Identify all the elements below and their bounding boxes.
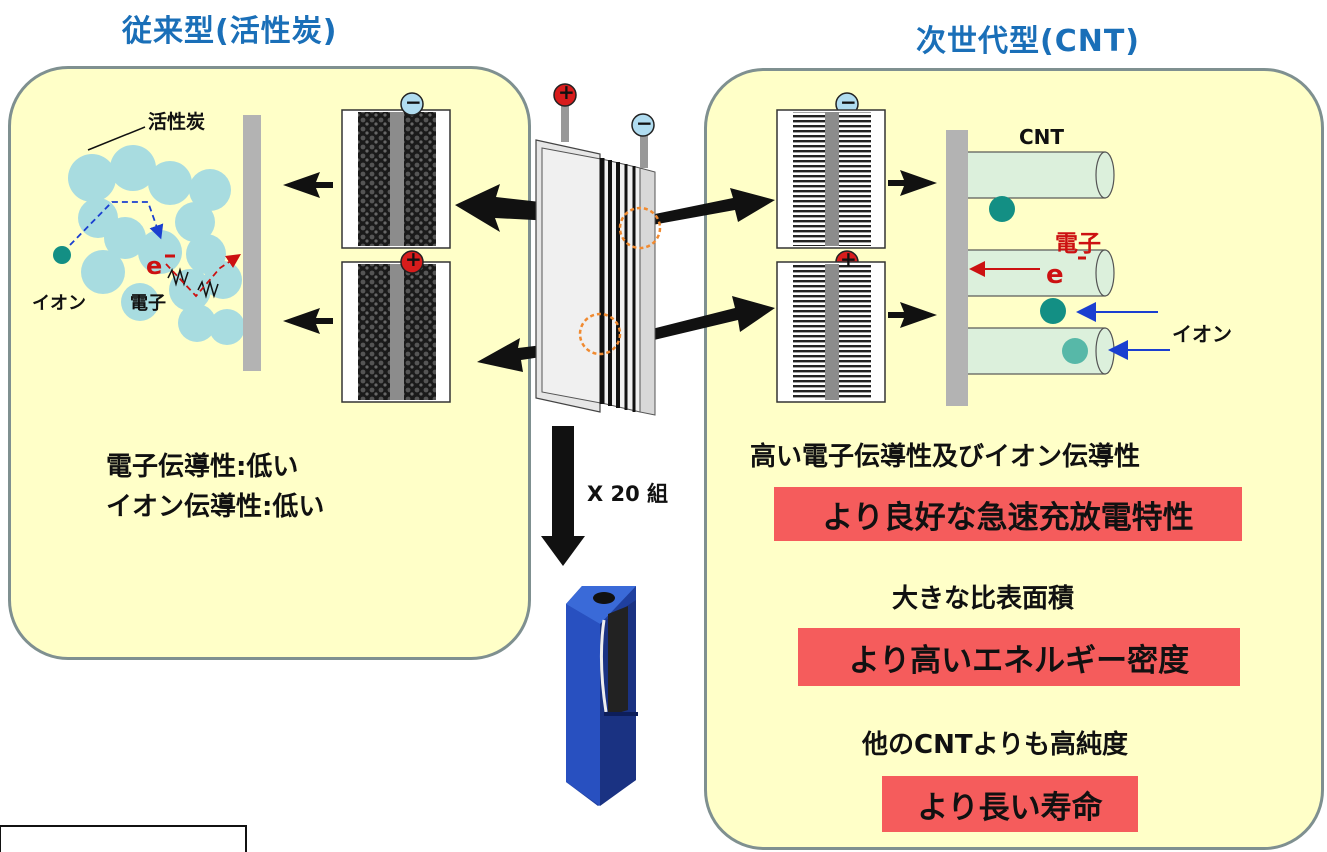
center-arrow-lower-right bbox=[616, 296, 775, 348]
right-arrow-lower bbox=[888, 302, 937, 328]
left-upper-minus-sign: − bbox=[405, 90, 422, 114]
left-e-label: e bbox=[146, 252, 163, 280]
feature-1-text: 高い電子伝導性及びイオン伝導性 bbox=[750, 442, 1141, 472]
resistor-1 bbox=[167, 267, 189, 287]
electron-conductivity-text: 電子伝導性:低い bbox=[106, 452, 299, 482]
cnt-electrode-lower bbox=[776, 261, 886, 403]
left-title: 従来型(活性炭) bbox=[122, 14, 338, 49]
minus-terminal-sign: − bbox=[636, 111, 653, 135]
plus-terminal-sign: + bbox=[558, 80, 575, 104]
left-lower-plus-icon bbox=[400, 250, 424, 274]
battery-module-icon bbox=[566, 586, 638, 806]
carbon-electrode-lower bbox=[341, 261, 451, 403]
carbon-label-leader bbox=[87, 126, 146, 151]
right-lower-plus-sign: + bbox=[840, 247, 857, 271]
right-arrow-upper bbox=[888, 170, 937, 196]
ion-path-arrow bbox=[69, 201, 164, 246]
cnt-ion-dot-3 bbox=[1062, 338, 1088, 364]
resistor-2 bbox=[197, 279, 219, 299]
benefit-2-box: より高いエネルギー密度 bbox=[798, 628, 1240, 686]
zoom-circle-upper bbox=[618, 206, 662, 250]
cnt-ion-dot-2 bbox=[1040, 298, 1066, 324]
right-electron-label: 電子 bbox=[1055, 231, 1101, 257]
right-title: 次世代型(CNT) bbox=[916, 24, 1141, 59]
carbon-label: 活性炭 bbox=[148, 111, 206, 133]
benefit-3-box: より長い寿命 bbox=[882, 776, 1138, 832]
cnt-electrode-upper bbox=[776, 109, 886, 249]
left-ion-dot bbox=[53, 246, 71, 264]
left-arrow-lower bbox=[283, 308, 333, 334]
left-electron-label: 電子 bbox=[130, 293, 166, 314]
right-current-collector bbox=[946, 130, 968, 406]
left-arrow-upper bbox=[283, 172, 333, 198]
bottom-left-box bbox=[0, 825, 247, 852]
left-lower-plus-sign: + bbox=[405, 247, 422, 271]
cnt-label: CNT bbox=[1019, 125, 1065, 149]
count-label: X 20 組 bbox=[587, 482, 669, 506]
carbon-electrode-upper bbox=[341, 109, 451, 249]
feature-3-text: 他のCNTよりも高純度 bbox=[862, 730, 1129, 760]
electron-path-arrow bbox=[165, 254, 241, 298]
left-current-collector bbox=[243, 115, 261, 371]
benefit-1-box: より良好な急速充放電特性 bbox=[774, 487, 1242, 541]
carbon-particles bbox=[68, 145, 245, 345]
left-ion-label: イオン bbox=[32, 293, 86, 314]
feature-2-text: 大きな比表面積 bbox=[892, 584, 1075, 614]
cell-stack bbox=[535, 104, 656, 416]
cnt-tubes bbox=[964, 151, 1115, 375]
down-arrow-icon bbox=[541, 426, 585, 566]
plus-terminal-icon bbox=[553, 83, 577, 107]
right-ion-label: イオン bbox=[1172, 322, 1232, 346]
right-upper-minus-sign: − bbox=[840, 90, 857, 114]
ion-conductivity-text: イオン伝導性:低い bbox=[106, 492, 325, 522]
right-e-label: e bbox=[1046, 260, 1064, 290]
zoom-circle-lower bbox=[578, 312, 622, 356]
cnt-ion-dot-1 bbox=[989, 196, 1015, 222]
minus-terminal-icon bbox=[631, 113, 655, 137]
center-arrow-upper-right bbox=[650, 188, 775, 225]
left-upper-minus-icon bbox=[400, 92, 424, 116]
